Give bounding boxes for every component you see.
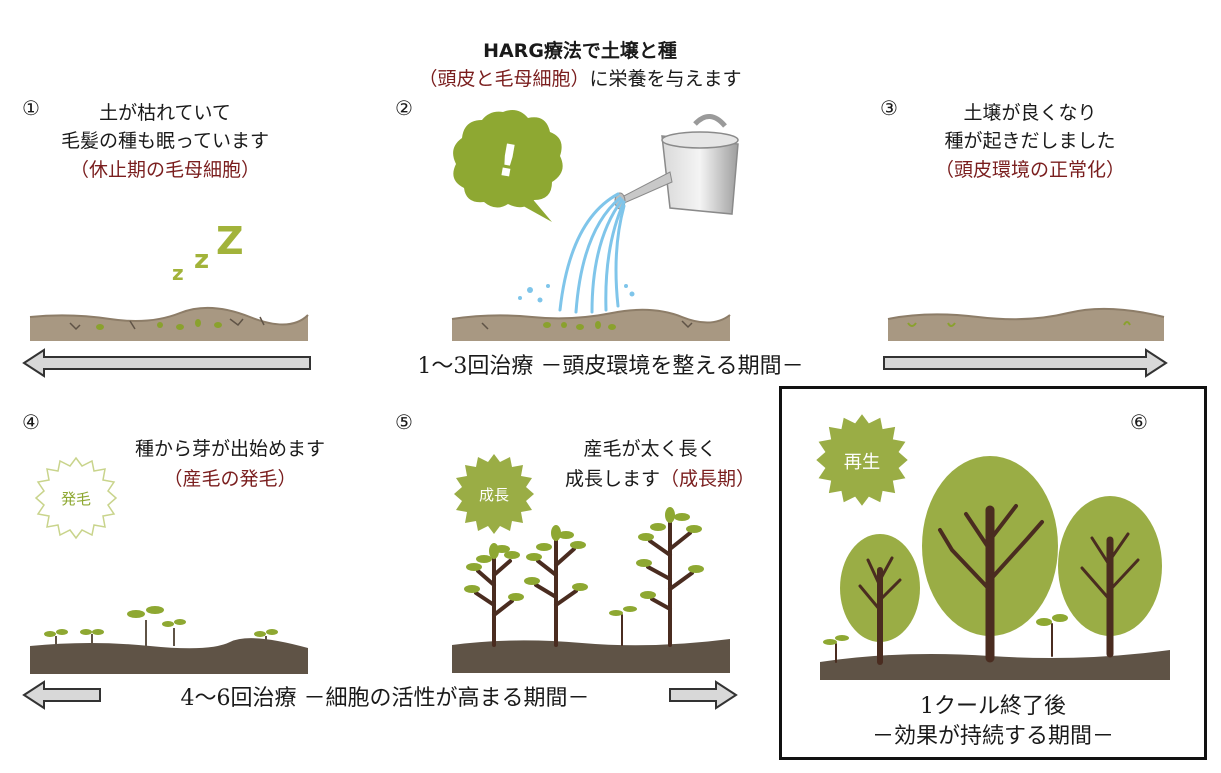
step1-line1: 土が枯れていて	[99, 102, 231, 124]
water-streams	[518, 192, 635, 314]
moist-soil-illustration	[451, 308, 731, 341]
step6-line1: 1クール終了後	[920, 694, 1066, 719]
step1-line3: （休止期の毛母細胞）	[69, 159, 260, 181]
period2-left-arrow	[22, 680, 101, 710]
period1-right-arrow	[883, 348, 1168, 378]
period1-label: 1〜3回治療 －頭皮環境を整える期間－	[417, 354, 804, 379]
step6-number: ⑥	[1130, 410, 1148, 434]
step4-line2: （産毛の発毛）	[163, 468, 297, 490]
header-subtitle-red: （頭皮と毛母細胞）	[418, 68, 590, 90]
sprouts-illustration	[30, 606, 308, 674]
young-trees-illustration	[452, 507, 730, 673]
step3-line3: （頭皮環境の正常化）	[934, 159, 1125, 181]
period2-label: 4〜6回治療 －細胞の活性が高まる期間－	[180, 686, 590, 711]
growth-badge: 成長	[454, 454, 534, 534]
growth-badge-text: 成長	[479, 486, 509, 504]
step5-line2-text: 成長します	[564, 468, 660, 490]
step3-line2: 種が起きだしました	[944, 130, 1116, 152]
step6-frame	[779, 386, 1207, 760]
header-title: HARG療法で土壌と種	[483, 40, 677, 62]
regeneration-badge-text: 再生	[844, 452, 881, 473]
period1-left-arrow	[22, 348, 311, 378]
step5-line1: 産毛が太く長く	[583, 438, 717, 460]
hair-growth-badge-text: 発毛	[61, 490, 91, 508]
healthy-soil-illustration	[887, 307, 1165, 341]
exclamation-speech-bubble-icon: !	[453, 110, 563, 222]
mature-trees-illustration	[820, 456, 1170, 680]
step5-number: ⑤	[395, 410, 413, 434]
step4-number: ④	[22, 410, 40, 434]
step5-line2-red: （成長期）	[660, 468, 756, 490]
period2-right-arrow	[669, 680, 738, 710]
step2-number: ②	[395, 96, 413, 120]
step3-line1: 土壌が良くなり	[963, 102, 1097, 124]
step1-number: ①	[22, 96, 40, 120]
hair-growth-badge: 発毛	[34, 456, 118, 540]
header-subtitle-rest: に栄養を与えます	[589, 68, 742, 90]
step3-number: ③	[880, 96, 898, 120]
header-subtitle: （頭皮と毛母細胞）に栄養を与えます	[350, 66, 810, 92]
z-medium: z	[194, 245, 209, 275]
z-small: z	[172, 261, 184, 285]
regeneration-badge: 再生	[816, 414, 908, 506]
z-large: Z	[216, 219, 244, 263]
step1-line2: 毛髪の種も眠っています	[60, 130, 270, 152]
step4-line1: 種から芽が出始めます	[134, 438, 325, 460]
dry-soil-illustration	[29, 306, 309, 341]
step6-line2: －効果が持続する期間－	[871, 724, 1114, 749]
step5-line2: 成長します（成長期）	[540, 466, 780, 492]
sleeping-zzz: z z Z	[172, 219, 244, 285]
